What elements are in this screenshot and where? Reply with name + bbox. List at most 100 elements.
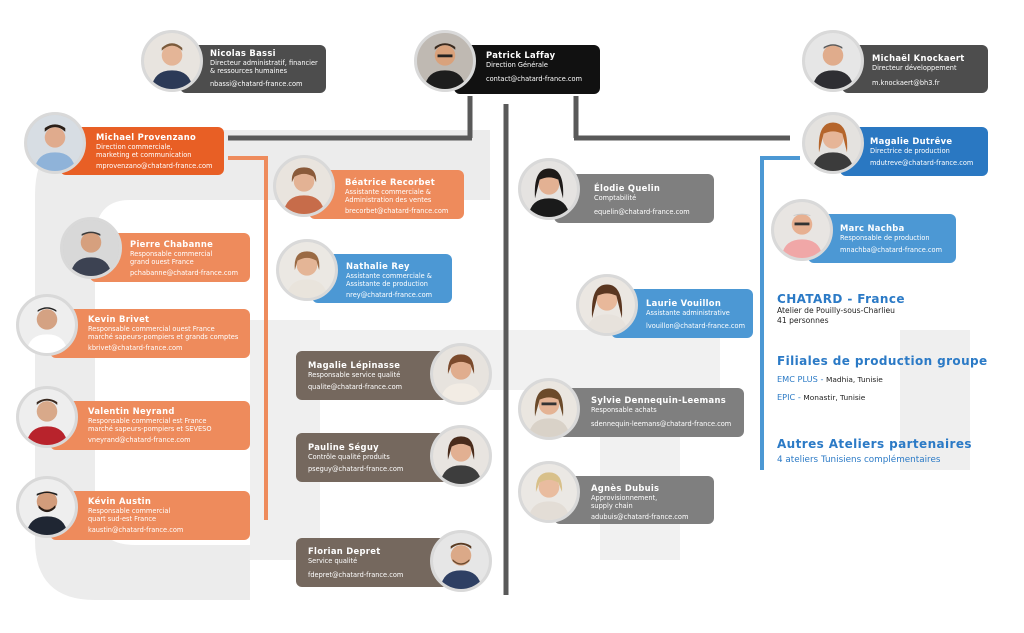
chatard-title: CHATARD - France <box>777 292 905 306</box>
person-email[interactable]: adubuis@chatard-france.com <box>591 512 689 521</box>
person-name: Marc Nachba <box>840 223 905 233</box>
person-email[interactable]: vneyrand@chatard-france.com <box>88 435 191 444</box>
card-kevin-brivet: Kevin Brivet Responsable commercial oues… <box>50 309 250 358</box>
avatar-laurie-vouillon <box>576 274 638 336</box>
person-email[interactable]: kbrivet@chatard-france.com <box>88 343 183 352</box>
person-photo-icon <box>27 115 83 171</box>
person-role: Approvisionnement, supply chain <box>591 494 658 511</box>
person-email[interactable]: brecorbet@chatard-france.com <box>345 206 449 215</box>
avatar-valentin-neyrand <box>16 386 78 448</box>
chatard-france-block: CHATARD - France Atelier de Pouilly-sous… <box>777 292 905 325</box>
person-email[interactable]: qualite@chatard-france.com <box>308 383 403 392</box>
person-name: Magalie Dutrêve <box>870 136 953 146</box>
person-email[interactable]: m.knockaert@bh3.fr <box>872 79 940 88</box>
autres-title: Autres Ateliers partenaires <box>777 437 972 451</box>
person-photo-icon <box>417 33 473 89</box>
avatar-agnes-dubuis <box>518 461 580 523</box>
avatar-magalie-lepinasse <box>430 343 492 405</box>
person-email[interactable]: fdepret@chatard-france.com <box>308 571 404 580</box>
person-role: Responsable commercial ouest France marc… <box>88 325 239 342</box>
chatard-headcount: 41 personnes <box>777 315 829 325</box>
avatar-nicolas-bassi <box>141 30 203 92</box>
epic-line: EPIC - Monastir, Tunisie <box>777 392 988 402</box>
person-photo-icon <box>276 158 332 214</box>
person-email[interactable]: nbassi@chatard-france.com <box>210 79 303 88</box>
card-michael-provenzano: Michael Provenzano Direction commerciale… <box>60 127 224 175</box>
person-role: Assistante commerciale & Assistante de p… <box>346 272 432 289</box>
person-email[interactable]: mnachba@chatard-france.com <box>840 246 943 255</box>
card-sylvie-dennequin-leemans: Sylvie Dennequin-Leemans Responsable ach… <box>554 388 744 437</box>
person-email[interactable]: mdutreve@chatard-france.com <box>870 159 974 168</box>
card-marc-nachba: Marc Nachba Responsable de production mn… <box>808 214 956 263</box>
person-name: Florian Depret <box>308 546 381 556</box>
person-role: Responsable commercial est France marché… <box>88 417 212 434</box>
person-photo-icon <box>279 242 335 298</box>
person-email[interactable]: pchabanne@chatard-france.com <box>130 268 239 277</box>
person-email[interactable]: nrey@chatard-france.com <box>346 290 433 299</box>
card-patrick-laffay: Patrick Laffay Direction Générale contac… <box>454 45 600 94</box>
person-role: Responsable commercial quart sud-est Fra… <box>88 507 171 524</box>
person-role: Directrice de production <box>870 147 950 155</box>
person-role: Responsable commercial grand ouest Franc… <box>130 250 213 267</box>
avatar-florian-depret <box>430 530 492 592</box>
person-name: Nathalie Rey <box>346 261 410 271</box>
person-photo-icon <box>433 533 489 589</box>
card-florian-depret: Florian Depret Service qualité fdepret@c… <box>296 538 448 587</box>
card-elodie-quelin: Élodie Quelin Comptabilité equelin@chata… <box>554 174 714 223</box>
person-name: Kevin Brivet <box>88 314 150 324</box>
card-magalie-dutreve: Magalie Dutrêve Directrice de production… <box>840 127 988 176</box>
person-photo-icon <box>521 381 577 437</box>
epic-place: Monastir, Tunisie <box>803 393 866 402</box>
person-role: Assistante administrative <box>646 309 730 317</box>
filiales-title: Filiales de production groupe <box>777 354 988 368</box>
card-beatrice-recorbet: Béatrice Recorbet Assistante commerciale… <box>309 170 464 219</box>
card-pauline-seguy: Pauline Séguy Contrôle qualité produits … <box>296 433 448 482</box>
person-email[interactable]: pseguy@chatard-france.com <box>308 465 404 474</box>
avatar-nathalie-rey <box>276 239 338 301</box>
person-role: Responsable de production <box>840 234 930 242</box>
person-email[interactable]: mprovenzano@chatard-france.com <box>96 161 213 170</box>
emc-plus-place: Madhia, Tunisie <box>826 375 883 384</box>
person-email[interactable]: sdennequin-leemans@chatard-france.com <box>591 420 732 429</box>
avatar-kevin-austin <box>16 476 78 538</box>
avatar-michael-knockaert <box>802 30 864 92</box>
card-michael-knockaert: Michaël Knockaert Directeur développemen… <box>842 45 988 93</box>
person-name: Michael Provenzano <box>96 132 197 142</box>
avatar-magalie-dutreve <box>802 112 864 174</box>
person-email[interactable]: kaustin@chatard-france.com <box>88 525 184 534</box>
person-photo-icon <box>774 202 830 258</box>
person-email[interactable]: contact@chatard-france.com <box>486 75 583 84</box>
card-agnes-dubuis: Agnès Dubuis Approvisionnement, supply c… <box>554 476 714 524</box>
avatar-michael-provenzano <box>24 112 86 174</box>
person-email[interactable]: equelin@chatard-france.com <box>594 208 690 217</box>
person-photo-icon <box>433 428 489 484</box>
person-role: Directeur développement <box>872 64 957 72</box>
avatar-marc-nachba <box>771 199 833 261</box>
person-photo-icon <box>579 277 635 333</box>
person-photo-icon <box>63 220 119 276</box>
person-photo-icon <box>19 389 75 445</box>
person-name: Kévin Austin <box>88 496 152 506</box>
person-photo-icon <box>521 464 577 520</box>
person-name: Sylvie Dennequin-Leemans <box>591 395 727 405</box>
person-photo-icon <box>433 346 489 402</box>
person-role: Direction Générale <box>486 61 548 69</box>
person-role: Comptabilité <box>594 194 637 202</box>
person-name: Agnès Dubuis <box>591 483 660 493</box>
person-role: Responsable achats <box>591 406 657 414</box>
avatar-elodie-quelin <box>518 158 580 220</box>
person-name: Michaël Knockaert <box>872 53 965 63</box>
avatar-patrick-laffay <box>414 30 476 92</box>
person-role: Directeur administratif, financier & res… <box>210 59 318 76</box>
epic-name: EPIC - <box>777 392 804 402</box>
person-photo-icon <box>144 33 200 89</box>
person-name: Nicolas Bassi <box>210 48 276 58</box>
card-nicolas-bassi: Nicolas Bassi Directeur administratif, f… <box>180 45 326 93</box>
person-email[interactable]: lvouillon@chatard-france.com <box>646 322 745 331</box>
person-photo-icon <box>19 297 75 353</box>
person-role: Direction commerciale, marketing et comm… <box>96 143 192 160</box>
avatar-pauline-seguy <box>430 425 492 487</box>
person-role: Assistante commerciale & Administration … <box>345 188 432 205</box>
card-valentin-neyrand: Valentin Neyrand Responsable commercial … <box>50 401 250 450</box>
